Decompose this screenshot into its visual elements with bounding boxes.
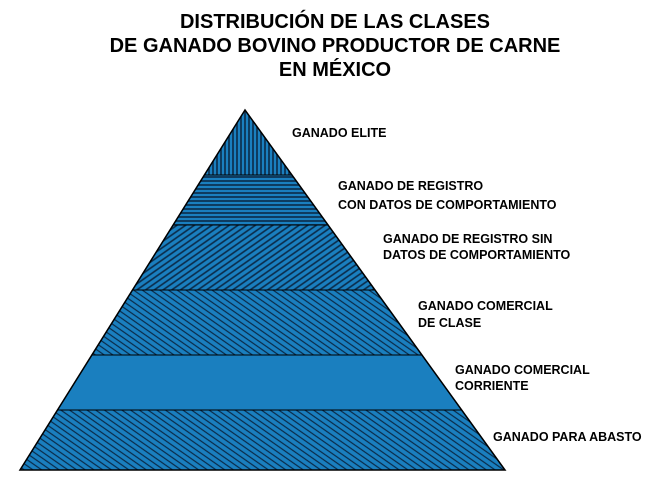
level-label-4: GANADO COMERCIAL DE CLASE <box>418 299 553 330</box>
title-line-1: DISTRIBUCIÓN DE LAS CLASES <box>179 11 491 33</box>
level-label-2-line-2: CON DATOS DE COMPORTAMIENTO <box>338 198 557 212</box>
pyramid-band-6 <box>19 409 506 471</box>
pyramid-outline <box>18 108 507 471</box>
level-label-1-line-1: GANADO ELITE <box>292 126 386 140</box>
level-label-3-line-2: DATOS DE COMPORTAMIENTO <box>383 248 571 262</box>
diagram-title: DISTRIBUCIÓN DE LAS CLASES DE GANADO BOV… <box>0 10 670 82</box>
pyramid-band-1 <box>203 109 293 176</box>
pyramid-band-5 <box>56 354 463 411</box>
level-label-5: GANADO COMERCIAL CORRIENTE <box>455 363 590 393</box>
pyramid-band-3 <box>131 224 376 291</box>
level-label-2: GANADO DE REGISTRO CON DATOS DE COMPORTAM… <box>338 179 557 212</box>
title-line-3: EN MÉXICO <box>278 59 392 81</box>
level-label-1: GANADO ELITE <box>292 126 386 140</box>
level-label-3-line-1: GANADO DE REGISTRO SIN <box>383 232 552 246</box>
level-label-4-line-1: GANADO COMERCIAL <box>418 299 553 313</box>
level-label-5-line-2: CORRIENTE <box>455 379 529 393</box>
level-label-6: GANADO PARA ABASTO <box>493 430 642 444</box>
pyramid-band-2 <box>172 174 330 226</box>
pyramid-band-4 <box>90 289 423 356</box>
level-label-5-line-1: GANADO COMERCIAL <box>455 363 590 377</box>
level-label-2-line-1: GANADO DE REGISTRO <box>338 179 483 193</box>
level-label-3: GANADO DE REGISTRO SIN DATOS DE COMPORTAM… <box>383 232 571 262</box>
level-label-6-line-1: GANADO PARA ABASTO <box>493 430 642 444</box>
title-line-2: DE GANADO BOVINO PRODUCTOR DE CARNE <box>109 35 561 57</box>
level-label-4-line-2: DE CLASE <box>418 316 481 330</box>
